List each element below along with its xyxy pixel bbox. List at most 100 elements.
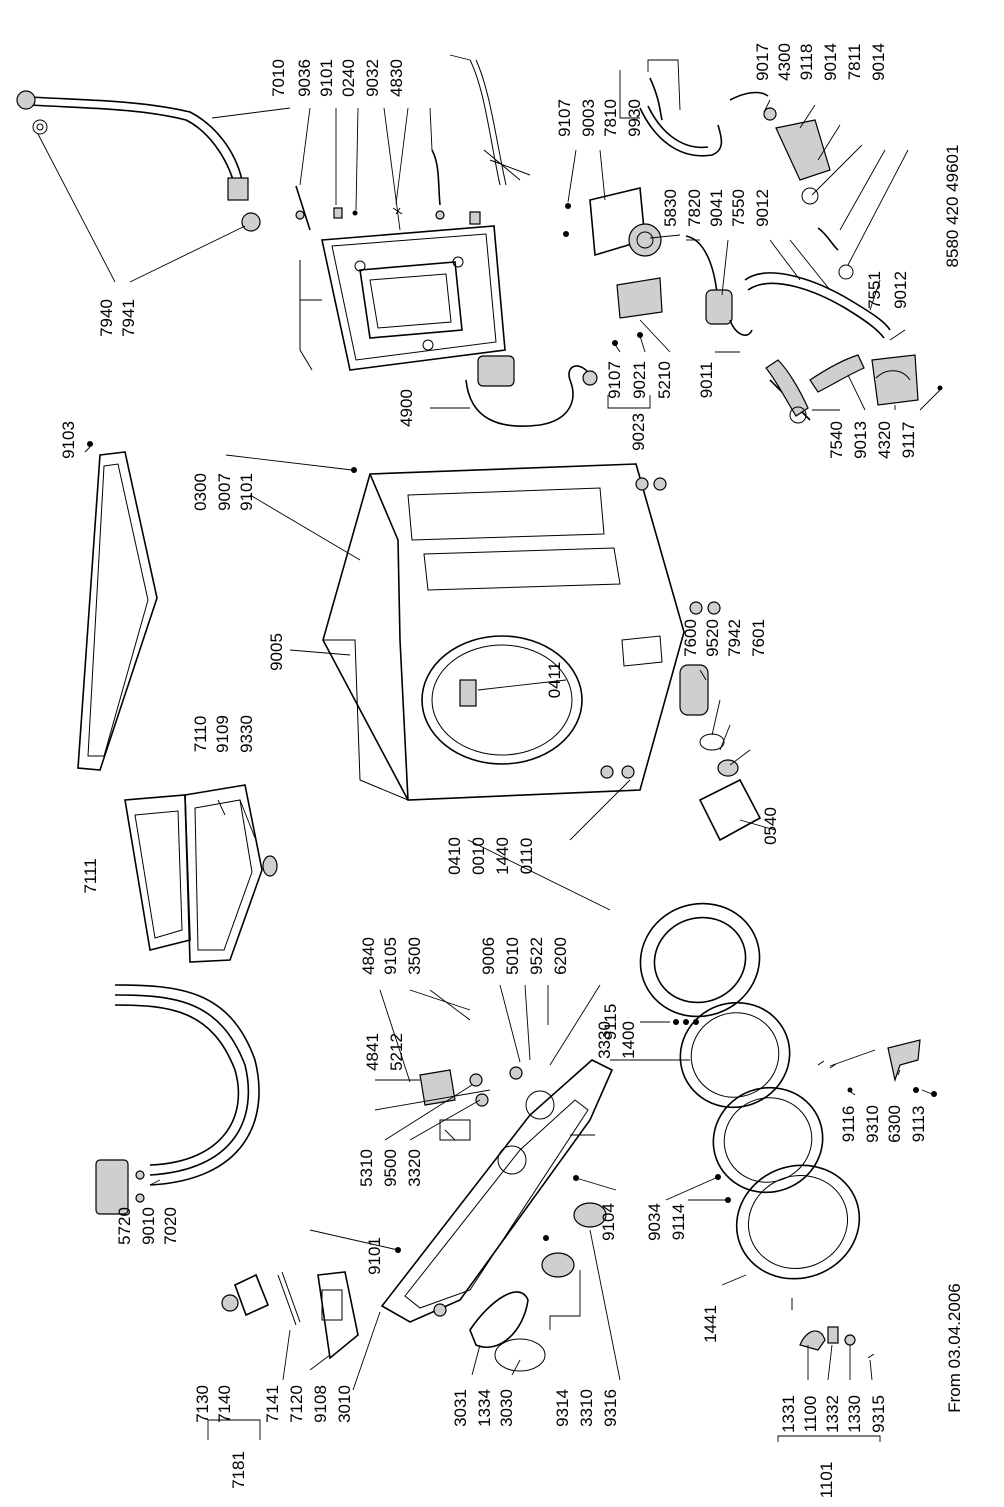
part-label-0540: 0540 (761, 807, 780, 845)
worktop-drawing (77, 441, 158, 771)
filter-parts-drawing (679, 664, 739, 777)
part-label-9117: 9117 (899, 422, 918, 459)
part-label-7941: 7941 (119, 299, 138, 337)
part-label-1440: 1440 (493, 837, 512, 875)
control-panel-drawing (380, 1059, 614, 1323)
part-label-4830: 4830 (387, 59, 406, 97)
part-label-1400: 1400 (619, 1021, 638, 1059)
document-number: 8580 420 49601 (943, 145, 962, 268)
part-label-9104: 9104 (599, 1203, 618, 1241)
part-label-7120: 7120 (287, 1385, 306, 1423)
part-label-9023: 9023 (629, 413, 648, 451)
part-label-9014b: 9014 (869, 43, 888, 81)
part-label-9010: 9010 (139, 1207, 158, 1245)
part-label-3031: 3031 (451, 1389, 470, 1427)
part-label-6200: 6200 (551, 937, 570, 975)
part-label-9101b: 9101 (237, 473, 256, 511)
part-label-7111: 7111 (81, 858, 100, 893)
part-label-3030: 3030 (497, 1389, 516, 1427)
part-label-9113: 9113 (909, 1106, 928, 1143)
drain-pump-drawing (685, 235, 943, 424)
part-label-9013: 9013 (851, 421, 870, 459)
part-label-7942: 7942 (725, 619, 744, 657)
part-label-9115: 9115 (601, 1004, 620, 1041)
internal-hoses-drawing (639, 77, 723, 157)
rear-panel-drawing (299, 225, 506, 371)
part-label-9003: 9003 (579, 99, 598, 137)
part-label-1101: 1101 (817, 1462, 836, 1499)
part-label-0240: 0240 (339, 59, 358, 97)
part-label-9007: 9007 (215, 473, 234, 511)
part-label-7810: 7810 (601, 99, 620, 137)
part-label-7940: 7940 (97, 299, 116, 337)
part-label-9114: 9114 (669, 1204, 688, 1241)
cabinet-drawing (322, 463, 721, 801)
part-label-7110: 7110 (191, 716, 210, 753)
part-label-0300: 0300 (191, 473, 210, 511)
part-label-9041: 9041 (707, 189, 726, 227)
part-label-3310: 3310 (577, 1389, 596, 1427)
part-label-0110: 0110 (517, 838, 536, 875)
part-label-5210: 5210 (655, 361, 674, 399)
part-label-9101c: 9101 (365, 1237, 384, 1275)
part-label-7540: 7540 (827, 421, 846, 459)
pump-assembly-drawing (729, 91, 854, 280)
part-label-9036: 9036 (295, 59, 314, 97)
part-label-7820: 7820 (685, 189, 704, 227)
part-label-9118: 9118 (797, 44, 816, 81)
part-label-0411: 0411 (545, 662, 564, 699)
part-label-9012b: 9012 (891, 271, 910, 309)
part-label-4841: 4841 (363, 1033, 382, 1071)
door-parts-drawing (639, 902, 861, 1280)
part-label-7141: 7141 (263, 1385, 282, 1423)
part-label-7601: 7601 (749, 619, 768, 657)
part-label-5830: 5830 (661, 189, 680, 227)
part-label-1330: 1330 (845, 1395, 864, 1433)
part-label-9021: 9021 (630, 361, 649, 399)
part-label-4300: 4300 (775, 43, 794, 81)
part-label-1334: 1334 (475, 1389, 494, 1427)
fill-valve-drawing (95, 984, 260, 1215)
part-label-4320: 4320 (875, 421, 894, 459)
part-label-9330: 9330 (237, 715, 256, 753)
part-label-7140: 7140 (215, 1385, 234, 1423)
part-label-9103: 9103 (59, 421, 78, 459)
part-label-9014a: 9014 (821, 43, 840, 81)
part-label-9105: 9105 (381, 937, 400, 975)
part-label-9520: 9520 (703, 619, 722, 657)
leader-lines (37, 54, 941, 1442)
part-label-9005: 9005 (267, 633, 286, 671)
part-label-9101a: 9101 (317, 59, 336, 97)
part-label-7551: 7551 (865, 271, 884, 309)
part-label-9314: 9314 (553, 1389, 572, 1427)
part-label-5720: 5720 (115, 1207, 134, 1245)
date-note: From 03.04.2006 (945, 1283, 964, 1412)
part-label-1100: 1100 (801, 1396, 820, 1433)
part-label-9109: 9109 (213, 715, 232, 753)
part-label-9316: 9316 (601, 1389, 620, 1427)
part-label-0010: 0010 (469, 837, 488, 875)
part-label-7811: 7811 (845, 44, 864, 81)
part-label-7550: 7550 (729, 189, 748, 227)
part-label-3500: 3500 (405, 937, 424, 975)
part-label-4900: 4900 (397, 389, 416, 427)
part-label-3010: 3010 (335, 1385, 354, 1423)
part-label-9930: 9930 (625, 99, 644, 137)
part-label-9017: 9017 (753, 43, 772, 81)
plinth-drawing (698, 778, 762, 842)
part-label-7600: 7600 (681, 619, 700, 657)
part-label-9032: 9032 (363, 59, 382, 97)
part-label-9315: 9315 (869, 1395, 888, 1433)
part-label-1441: 1441 (701, 1305, 720, 1343)
part-label-7130: 7130 (193, 1385, 212, 1423)
part-label-3330: 3330 (595, 1021, 614, 1059)
detergent-drawer-drawing (124, 784, 278, 963)
part-label-5010: 5010 (503, 937, 522, 975)
wire-harness-drawing (465, 355, 598, 427)
part-label-9310: 9310 (863, 1105, 882, 1143)
panel-cover-drawing (469, 1291, 546, 1372)
part-label-5310: 5310 (357, 1149, 376, 1187)
inlet-hose-drawing (16, 90, 261, 232)
